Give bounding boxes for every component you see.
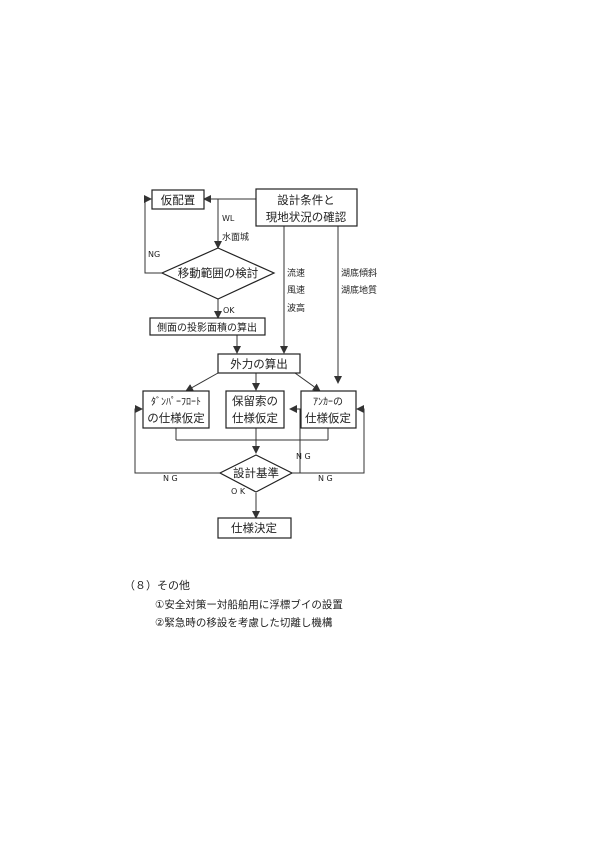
ryusoku-label: 流速 [287,267,305,279]
conditions-line-1: 設計条件と [277,193,335,207]
connectors [134,195,365,519]
ng-bottom-left-label: N G [163,474,178,483]
anchor-line-2: 仕様仮定 [305,411,351,425]
ng-left-label: NG [148,250,160,259]
node-conditions: 設計条件と 現地状況の確認 [255,188,358,227]
section-item-2: ②緊急時の移設を考慮した切離し機構 [155,617,333,629]
node-damper: ﾀﾞﾝﾊﾟｰﾌﾛｰﾄ の仕様仮定 [142,390,210,429]
node-kari-haichi: 仮配置 [151,189,205,210]
node-sokumen: 側面の投影面積の算出 [149,317,266,336]
shiyou-kettei-label: 仕様決定 [231,521,277,535]
ok-bottom-label: O K [231,487,246,496]
flowchart: 仮配置 設計条件と 現地状況の確認 WL 水面城 NG 移動範囲の検討 OK 側… [134,188,377,539]
kotei-keisha-label: 湖底傾斜 [341,267,377,279]
sekkei-kijun-label: 設計基準 [233,466,279,480]
fusoku-label: 風速 [287,285,305,296]
horyusaku-line-2: 仕様仮定 [232,411,278,425]
sokumen-label: 側面の投影面積の算出 [157,321,257,334]
suimenki-label: 水面城 [222,231,249,243]
kotei-chishitsu-label: 湖底地質 [341,284,377,296]
horyusaku-line-1: 保留索の [232,394,278,408]
anchor-line-1: ｱﾝｶｰの [313,396,343,408]
wl-label: WL [222,214,235,223]
node-sekkei-kijun-diamond: 設計基準 [218,454,294,493]
node-anchor: ｱﾝｶｰの 仕様仮定 [300,390,357,429]
node-shiyou-kettei: 仕様決定 [217,517,292,539]
conditions-line-2: 現地状況の確認 [266,210,347,224]
damper-line-1: ﾀﾞﾝﾊﾟｰﾌﾛｰﾄ [151,396,201,408]
gairyoku-label: 外力の算出 [230,357,288,371]
node-gairyoku: 外力の算出 [217,353,301,374]
kari-haichi-label: 仮配置 [161,193,196,207]
ok-top-label: OK [223,306,235,315]
ng-bottom-right-label: N G [318,474,333,483]
ng-right-top-label: N G [296,452,311,461]
damper-line-2: の仕様仮定 [147,411,205,425]
hakou-label: 波高 [287,302,305,314]
node-horyusaku: 保留索の 仕様仮定 [225,390,285,429]
idou-label: 移動範囲の検討 [178,266,259,280]
section-heading: （８）その他 [124,579,190,592]
section-item-1: ①安全対策ー対船舶用に浮標ブイの設置 [155,599,343,611]
node-idou-diamond: 移動範囲の検討 [160,247,276,300]
